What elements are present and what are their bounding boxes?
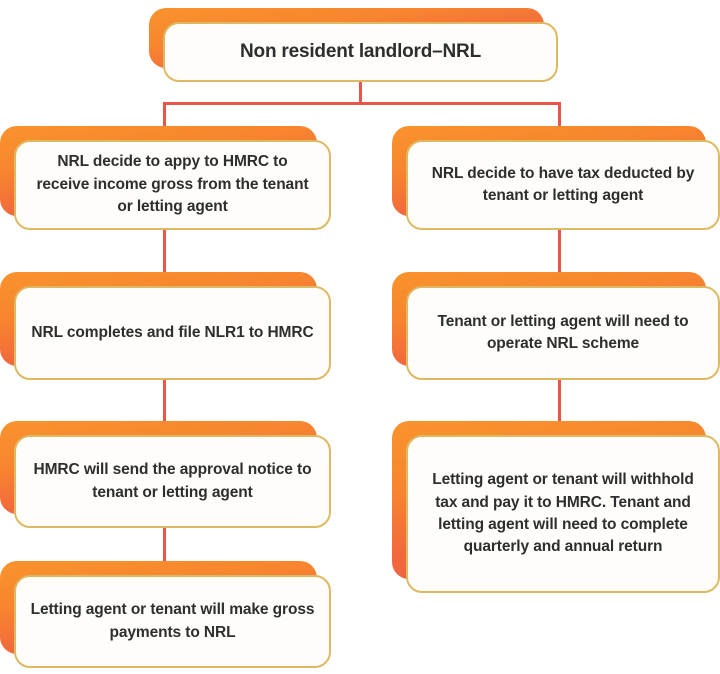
node-label: Letting agent or tenant will withhold ta…	[432, 471, 694, 556]
node-face: Letting agent or tenant will make gross …	[14, 575, 331, 668]
node-right-step-1[interactable]: NRL decide to have tax deducted by tenan…	[392, 126, 720, 230]
node-left-step-4[interactable]: Letting agent or tenant will make gross …	[0, 561, 331, 668]
connector-left-3-to-4	[163, 527, 166, 562]
node-label: Tenant or letting agent will need to ope…	[437, 312, 689, 352]
node-label: NRL completes and file NLR1 to HMRC	[31, 323, 314, 341]
node-face: Tenant or letting agent will need to ope…	[406, 286, 720, 380]
connector-split-bar	[163, 102, 561, 105]
node-face: Non resident landlord–NRL	[163, 22, 558, 82]
node-right-step-3[interactable]: Letting agent or tenant will withhold ta…	[392, 421, 720, 593]
node-label: Non resident landlord–NRL	[240, 41, 481, 63]
connector-left-branch-drop	[163, 102, 166, 128]
connector-right-2-to-3	[558, 379, 561, 422]
connector-left-2-to-3	[163, 379, 166, 422]
node-left-step-2[interactable]: NRL completes and file NLR1 to HMRC	[0, 272, 331, 380]
node-root-non-resident-landlord[interactable]: Non resident landlord–NRL	[149, 8, 558, 82]
node-face: Letting agent or tenant will withhold ta…	[406, 435, 720, 593]
connector-root-stem	[359, 80, 362, 105]
node-label: Letting agent or tenant will make gross …	[30, 601, 315, 641]
node-right-step-2[interactable]: Tenant or letting agent will need to ope…	[392, 272, 720, 380]
node-face: HMRC will send the approval notice to te…	[14, 435, 331, 528]
node-face: NRL completes and file NLR1 to HMRC	[14, 286, 331, 380]
node-face: NRL decide to appy to HMRC to receive in…	[14, 140, 331, 230]
connector-right-1-to-2	[558, 229, 561, 273]
connector-right-branch-drop	[558, 102, 561, 128]
node-label: HMRC will send the approval notice to te…	[33, 461, 312, 501]
node-label: NRL decide to have tax deducted by tenan…	[431, 164, 695, 204]
connector-left-1-to-2	[163, 229, 166, 273]
node-left-step-3[interactable]: HMRC will send the approval notice to te…	[0, 421, 331, 528]
node-label: NRL decide to appy to HMRC to receive in…	[36, 153, 309, 216]
node-left-step-1[interactable]: NRL decide to appy to HMRC to receive in…	[0, 126, 331, 230]
node-face: NRL decide to have tax deducted by tenan…	[406, 140, 720, 230]
